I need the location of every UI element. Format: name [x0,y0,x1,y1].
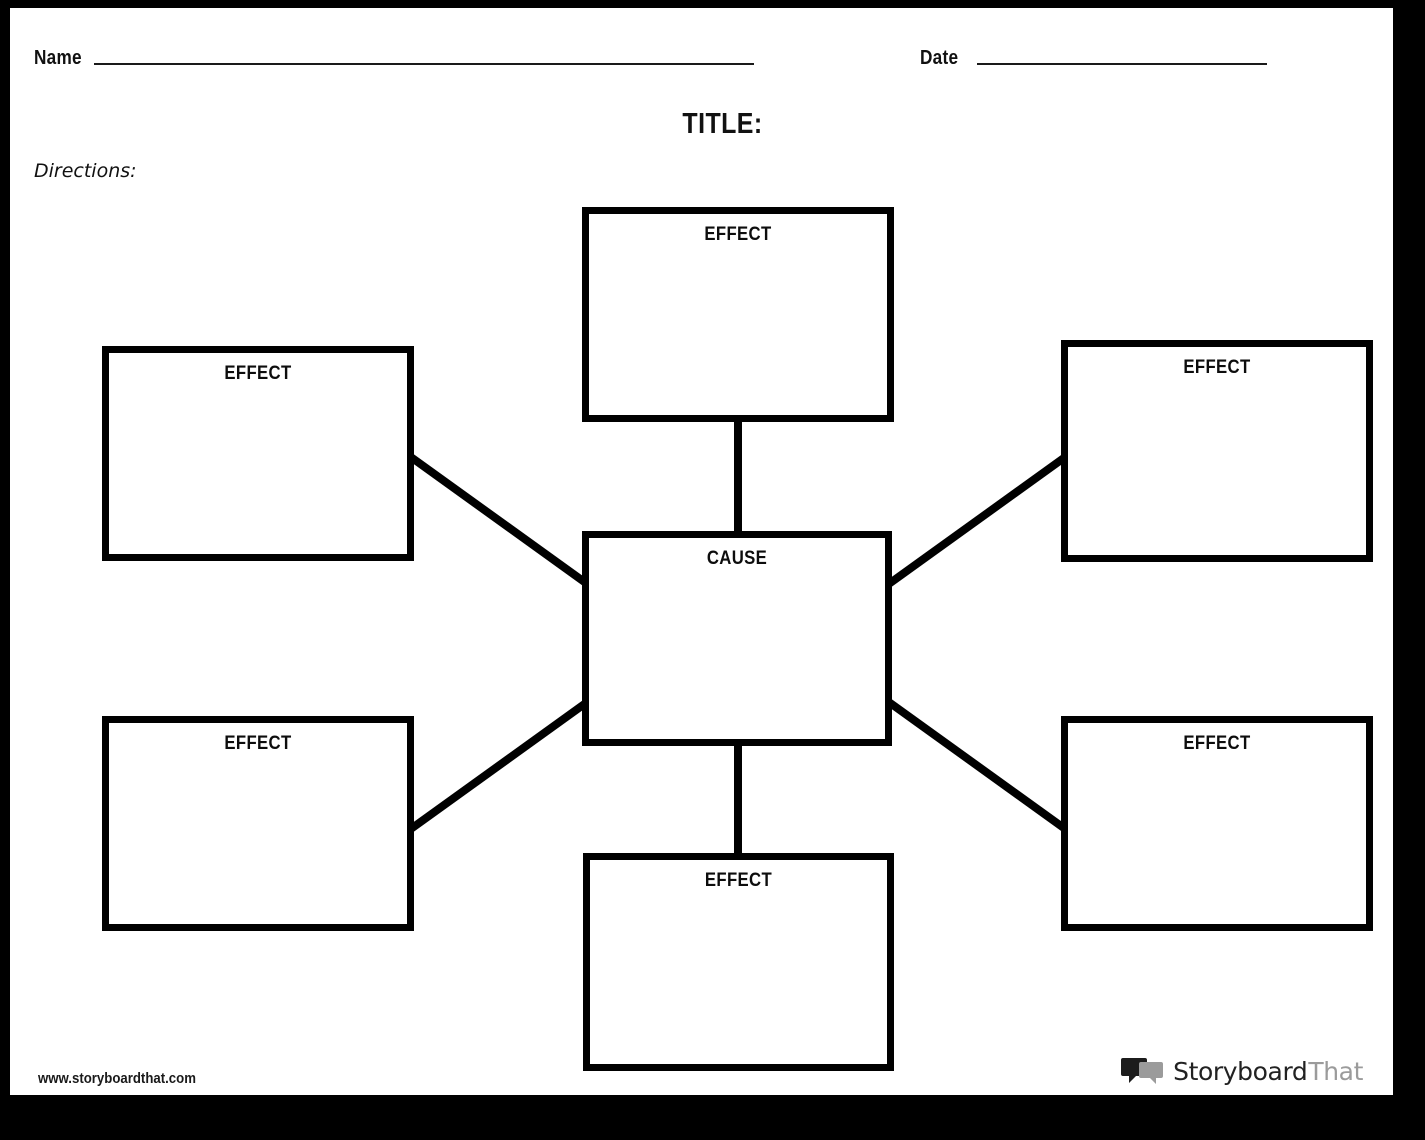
page-title: TITLE: [682,108,763,140]
storyboardthat-logo: Storyboard That [1121,1056,1363,1086]
effect-box-top-label: EFFECT [704,224,772,245]
connector-center-right-bottom [883,696,1071,835]
effect-box-left-bottom[interactable]: EFFECT [102,716,414,931]
connector-center-left-bottom [405,696,593,835]
effect-box-bottom-label: EFFECT [704,870,773,891]
directions-label: Directions: [34,160,137,182]
effect-box-left-top[interactable]: EFFECT [102,346,414,561]
date-label: Date [920,47,959,69]
connector-center-right-top [883,451,1071,590]
speech-bubbles-icon [1121,1058,1164,1084]
cause-effect-diagram: EFFECT EFFECT EFFECT CAUSE EFFECT EFFECT [10,8,1425,1140]
brand-name-primary: Storyboard [1173,1056,1308,1086]
effect-box-right-bottom-label: EFFECT [1183,733,1251,754]
effect-box-bottom[interactable]: EFFECT [583,853,894,1071]
effect-box-left-bottom-label: EFFECT [224,733,292,754]
name-input-line[interactable] [93,63,754,65]
date-field-row: Date [920,48,1267,68]
effect-box-right-top[interactable]: EFFECT [1061,340,1373,562]
effect-box-right-top-label: EFFECT [1183,357,1251,378]
cause-box-center[interactable]: CAUSE [582,531,892,746]
effect-box-left-top-label: EFFECT [224,363,292,384]
date-input-line[interactable] [976,63,1267,65]
cause-box-center-label: CAUSE [706,548,768,569]
name-label: Name [34,47,82,69]
brand-name-secondary: That [1308,1056,1363,1086]
name-field-row: Name [34,48,754,68]
site-url[interactable]: www.storyboardthat.com [38,1070,196,1087]
effect-box-right-bottom[interactable]: EFFECT [1061,716,1373,931]
worksheet-page: Name Date TITLE: Directions: [10,8,1393,1095]
effect-box-top[interactable]: EFFECT [582,207,894,422]
connector-center-left-top [405,451,593,590]
